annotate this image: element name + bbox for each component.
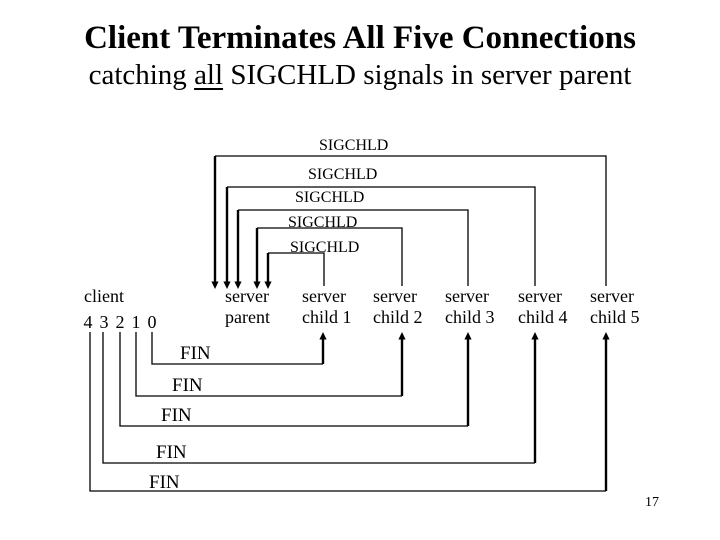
sigchld-label: SIGCHLD <box>288 214 358 231</box>
connection-number: 4 <box>83 312 93 332</box>
slide-subtitle: catching all SIGCHLD signals in server p… <box>0 59 720 92</box>
connection-number: 1 <box>131 312 141 332</box>
sigchld-label: SIGCHLD <box>290 239 360 256</box>
sigchld-arrowhead-down <box>253 281 261 289</box>
subtitle-underlined-word: all <box>194 59 224 91</box>
sigchld-label: SIGCHLD <box>295 189 365 206</box>
fin-label: FIN <box>172 375 203 396</box>
subtitle-text: SIGCHLD signals in server parent <box>223 59 632 91</box>
sigchld-signal-line <box>268 252 325 286</box>
server-child-4-label: server child 4 <box>518 286 568 327</box>
sigchld-signal-line <box>227 186 536 286</box>
slide-title: Client Terminates All Five Connections <box>84 20 636 56</box>
fin-arrowhead-up <box>531 332 539 340</box>
fin-arrowhead-up <box>319 332 327 340</box>
fin-arrowhead-up <box>398 332 406 340</box>
sigchld-signal-line <box>257 227 403 286</box>
connection-number: 0 <box>147 312 157 332</box>
sigchld-arrowhead-down <box>211 281 219 289</box>
sigchld-arrowhead-down <box>223 281 231 289</box>
sigchld-signal-line <box>238 209 469 286</box>
fin-segment-line <box>89 332 606 492</box>
sigchld-label: SIGCHLD <box>308 166 378 183</box>
server-parent-label: server parent <box>225 286 270 327</box>
sigchld-arrowhead-down <box>264 281 272 289</box>
sigchld-signal-line <box>215 155 607 286</box>
fin-label: FIN <box>156 442 187 463</box>
fin-arrowhead-up <box>464 332 472 340</box>
server-child-2-label: server child 2 <box>373 286 423 327</box>
fin-arrowhead-up <box>602 332 610 340</box>
connection-number: 2 <box>115 312 125 332</box>
fin-segment-line <box>119 332 468 427</box>
client-label: client <box>84 286 124 306</box>
client-connection-numbers: 4 3 2 1 0 <box>80 313 160 332</box>
fin-segment-line <box>102 332 535 464</box>
sigchld-arrowhead-down <box>234 281 242 289</box>
fin-label: FIN <box>161 405 192 426</box>
fin-label: FIN <box>180 343 211 364</box>
connection-number: 3 <box>99 312 109 332</box>
subtitle-text: catching <box>88 59 195 91</box>
server-child-3-label: server child 3 <box>445 286 495 327</box>
fin-segment-line <box>151 332 323 365</box>
fin-label: FIN <box>149 472 180 493</box>
server-child-5-label: server child 5 <box>590 286 640 327</box>
fin-segment-line <box>135 332 402 397</box>
page-number: 17 <box>645 495 659 510</box>
server-child-1-label: server child 1 <box>302 286 352 327</box>
sigchld-label: SIGCHLD <box>319 137 389 154</box>
